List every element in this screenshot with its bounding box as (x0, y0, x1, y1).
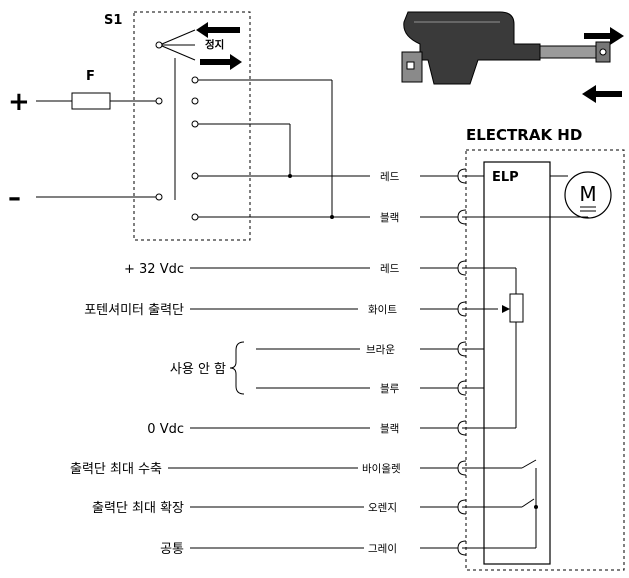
label-pot-output: 포텐셔미터 출력단 (84, 303, 184, 318)
motor-label: M (579, 182, 596, 206)
label-unused: 사용 안 함 (170, 362, 226, 377)
elp-box (483, 161, 551, 565)
wire-white: 화이트 (368, 304, 397, 316)
label-32vdc: + 32 Vdc (124, 262, 184, 277)
wire-violet: 바이올렛 (362, 463, 401, 475)
arrow-left-icon (196, 22, 240, 38)
extend-arrow-icon (584, 27, 624, 45)
plus-sign: + (8, 87, 30, 117)
actuator-box (465, 149, 625, 571)
unused-brace (229, 341, 245, 395)
label-0vdc: 0 Vdc (147, 422, 184, 437)
wire-red: 레드 (380, 263, 400, 275)
label-common: 공통 (160, 542, 184, 557)
wire-gray: 그레이 (368, 543, 397, 555)
switch-plus-contact (155, 97, 163, 105)
fuse-label: F (86, 69, 95, 84)
stop-label: 정지 (205, 38, 224, 51)
elp-label: ELP (492, 170, 519, 185)
minus-sign: – (8, 183, 21, 213)
label-extend: 출력단 최대 확장 (92, 501, 184, 516)
retract-arrow-icon (582, 85, 622, 103)
wire-orange: 오렌지 (368, 502, 397, 514)
wire-blue: 블루 (380, 383, 400, 395)
wire-motor-black: 블랙 (380, 212, 399, 224)
switch-s1-label: S1 (104, 13, 122, 28)
potentiometer-symbol (502, 268, 524, 428)
limit-switches (512, 459, 538, 548)
switch-minus-contact (155, 193, 163, 201)
wire-motor-red: 레드 (380, 171, 400, 183)
switch-stop-contact (155, 41, 163, 49)
fuse-symbol (71, 92, 111, 110)
wire-brown: 브라운 (366, 344, 395, 356)
wire-black: 블랙 (380, 423, 399, 435)
linear-actuator-image (401, 11, 611, 85)
label-retract: 출력단 최대 수축 (70, 462, 162, 477)
switch-s1-box (133, 11, 251, 241)
arrow-right-icon (200, 54, 242, 70)
actuator-title: ELECTRAK HD (466, 126, 582, 144)
